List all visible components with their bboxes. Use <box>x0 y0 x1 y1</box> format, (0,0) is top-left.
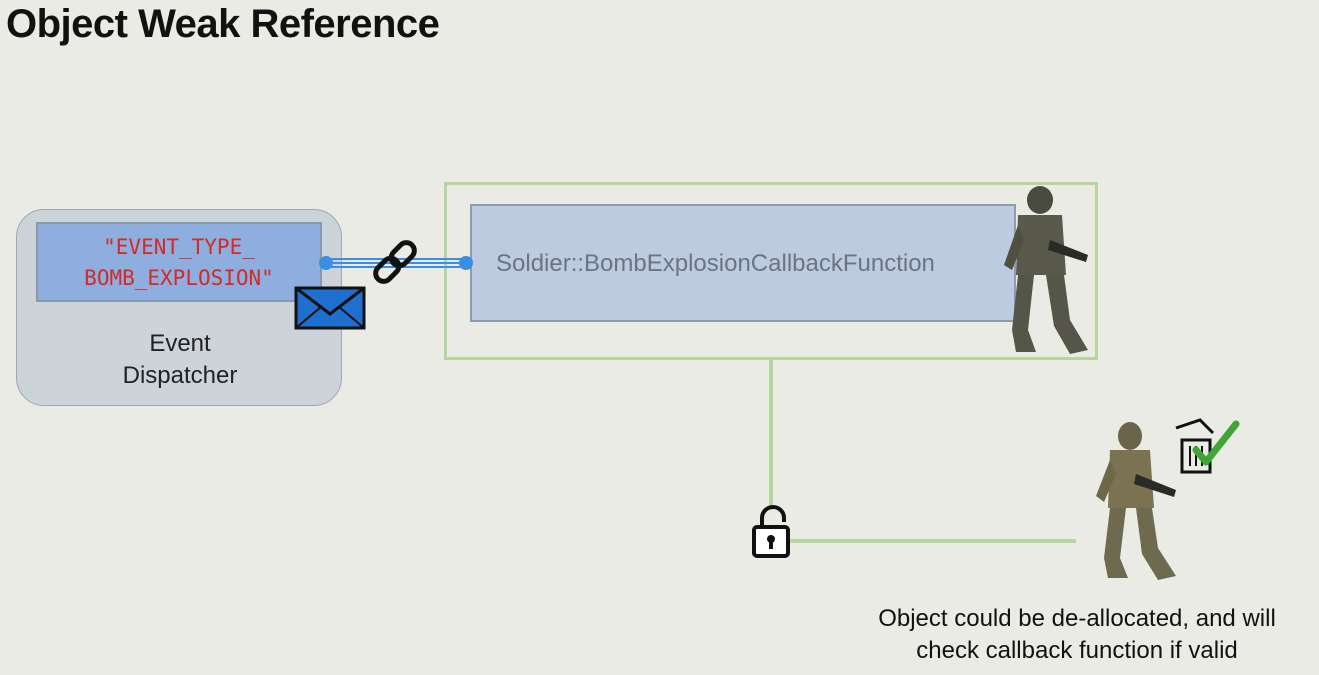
event-dispatcher-label: Event Dispatcher <box>122 330 238 389</box>
soldier-icon <box>1004 186 1088 354</box>
callback-function-box <box>470 204 1016 322</box>
open-padlock-icon <box>752 505 790 558</box>
event-type-label: "EVENT_TYPE_ BOMB_EXPLOSION" <box>36 222 322 302</box>
deallocation-caption: Object could be de-allocated, and will c… <box>878 605 1276 664</box>
callback-function-label: Soldier::BombExplosionCallbackFunction <box>496 250 935 277</box>
soldier-icon <box>1096 422 1176 580</box>
checkmark-icon <box>1192 420 1240 466</box>
envelope-icon <box>294 286 366 330</box>
page-title: Object Weak Reference <box>6 2 440 46</box>
chain-link-icon <box>373 240 417 284</box>
weak-reference-frame <box>444 182 1098 360</box>
